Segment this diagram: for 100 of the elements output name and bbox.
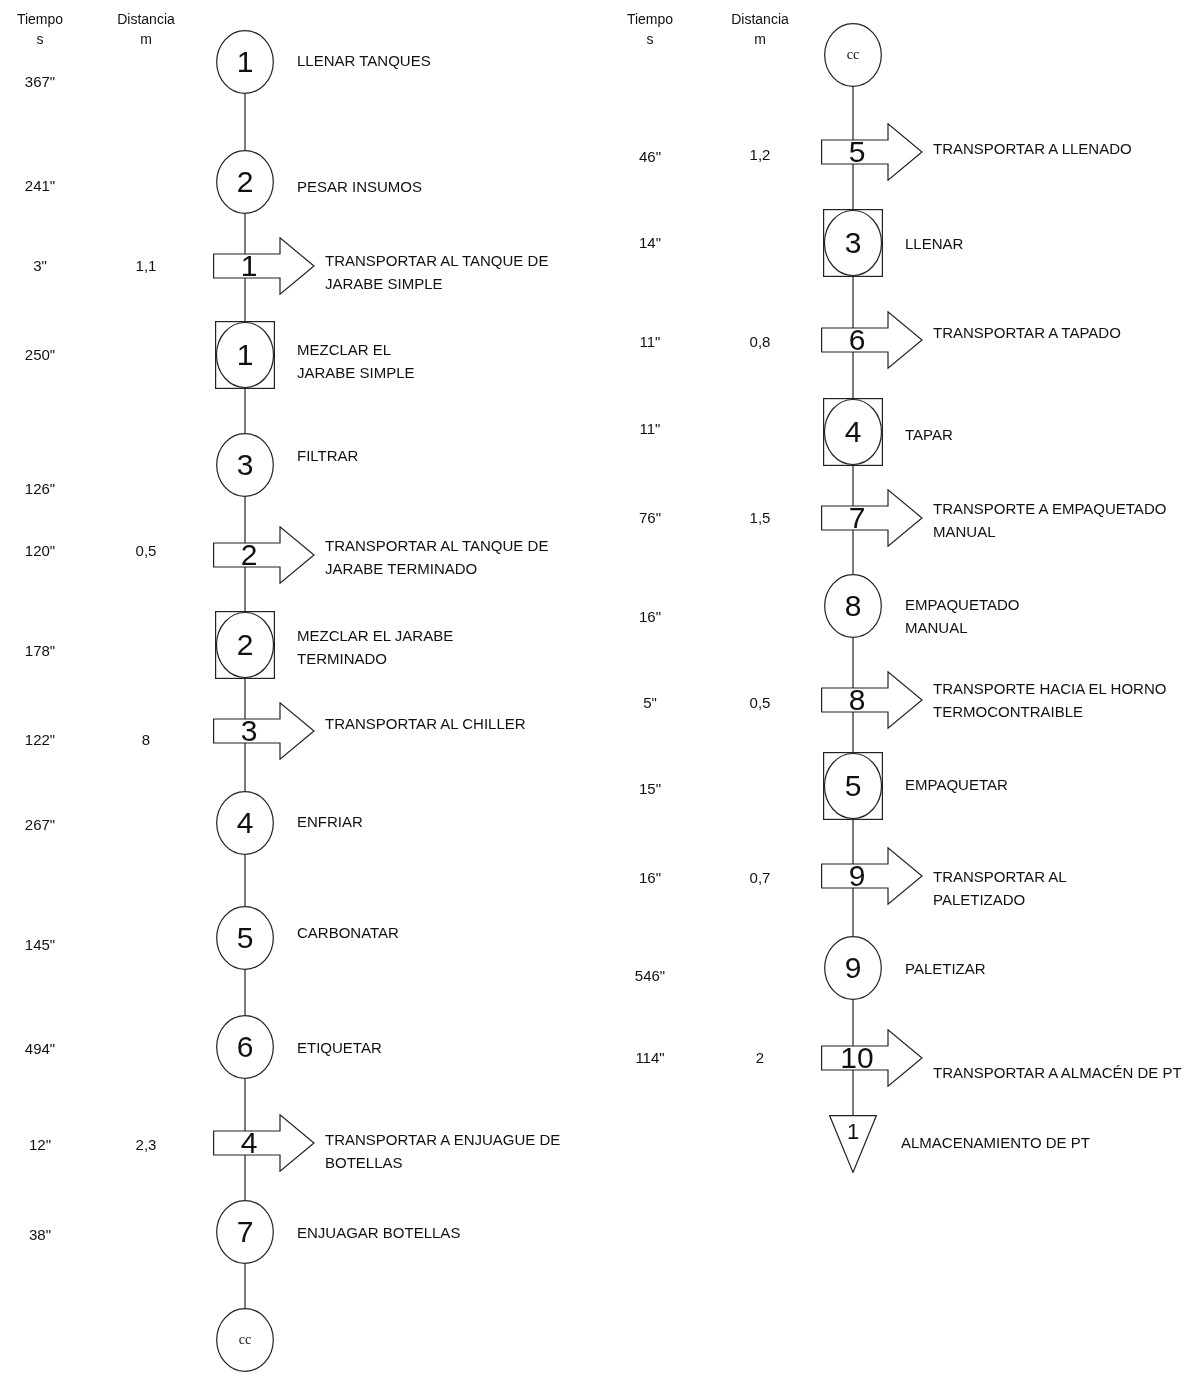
step-number: 5 [844,770,862,802]
connector-line [852,999,854,1047]
step-number: 1 [240,250,258,282]
table-value: 250" [24,346,56,364]
connector-line [852,637,854,689]
connector-line [852,163,854,210]
connector-line [244,1263,246,1309]
step-number: 7 [848,502,866,534]
step-number: 2 [236,166,254,198]
step-description: LLENAR TANQUES [297,50,432,71]
step-description: ENFRIAR [297,811,364,832]
table-value: 114" [635,1049,665,1067]
table-value: 3" [33,257,47,275]
connector-line [852,351,854,399]
step-description: ALMACENAMIENTO DE PT [901,1132,1091,1153]
step-description: TAPAR [905,424,954,445]
step-number: 4 [844,416,862,448]
table-value: 8 [141,731,151,749]
column-header: s [36,30,44,48]
column-header: Distancia [117,10,175,28]
connector-line [244,1154,246,1201]
step-description: EMPAQUETADO MANUAL [905,595,1021,638]
table-value: 15" [639,780,661,798]
step-description: LLENAR [905,233,965,254]
step-description: TRANSPORTAR A TAPADO [933,322,1122,343]
column-header: m [140,30,152,48]
step-number: 1 [236,339,254,371]
table-value: 16" [639,869,661,887]
step-description: FILTRAR [297,445,360,466]
table-value: 145" [24,936,56,954]
connector-line [852,819,854,865]
step-number: 9 [844,952,862,984]
connector-line [244,969,246,1016]
table-value: 122" [24,731,56,749]
table-value: 12" [29,1136,51,1154]
connector-line [852,711,854,753]
table-value: 126" [24,480,56,498]
connector-symbol: cc [846,47,860,63]
table-value: 2,3 [135,1136,157,1154]
table-value: 546" [634,967,666,985]
step-description: PESAR INSUMOS [297,176,424,197]
connector-line [244,1078,246,1132]
table-value: 1,1 [135,257,157,275]
table-value: 16" [639,608,661,626]
step-description: ETIQUETAR [297,1037,383,1058]
connector-line [244,277,246,322]
step-number: 1 [846,1119,860,1145]
table-value: 241" [24,177,56,195]
step-description: ENJUAGAR BOTELLAS [297,1222,462,1243]
step-number: 10 [840,1042,874,1074]
step-number: 2 [236,629,254,661]
step-description: TRANSPORTE A EMPAQUETADO MANUAL [933,499,1168,542]
column-header: m [754,30,766,48]
table-value: 11" [639,420,661,438]
table-value: 14" [639,234,661,252]
step-number: 6 [236,1031,254,1063]
step-number: 3 [240,715,258,747]
table-value: 2 [755,1049,765,1067]
step-number: 2 [240,539,258,571]
step-number: 8 [848,684,866,716]
column-header: Tiempo [16,10,64,28]
step-description: TRANSPORTAR AL CHILLER [325,713,527,734]
connector-line [244,93,246,151]
step-number: 5 [848,136,866,168]
table-value: 76" [639,509,661,527]
table-value: 0,7 [749,869,771,887]
connector-line [852,465,854,507]
table-value: 5" [643,694,657,712]
table-value: 178" [24,642,56,660]
connector-line [244,388,246,434]
step-description: TRANSPORTAR AL TANQUE DE JARABE TERMINADO [325,536,550,579]
connector-line [244,854,246,907]
column-header: Tiempo [626,10,674,28]
step-description: TRANSPORTAR AL TANQUE DE JARABE SIMPLE [325,251,550,294]
step-number: 4 [240,1127,258,1159]
table-value: 494" [24,1040,56,1058]
step-number: 3 [844,227,862,259]
step-number: 8 [844,590,862,622]
table-value: 267" [24,816,56,834]
connector-line [852,86,854,141]
table-value: 120" [24,542,56,560]
column-header: s [646,30,654,48]
table-value: 0,5 [749,694,771,712]
connector-line [244,213,246,255]
column-header: Distancia [731,10,789,28]
step-description: EMPAQUETAR [905,774,1009,795]
connector-line [244,742,246,792]
step-number: 7 [236,1216,254,1248]
step-number: 9 [848,860,866,892]
table-value: 0,8 [749,333,771,351]
connector-line [244,678,246,720]
connector-line [244,566,246,612]
connector-line [852,1069,854,1116]
connector-symbol: cc [238,1332,252,1348]
step-description: TRANSPORTAR A LLENADO [933,138,1133,159]
table-value: 1,5 [749,509,771,527]
table-value: 46" [639,148,661,166]
connector-line [852,887,854,937]
table-value: 11" [639,333,661,351]
step-number: 5 [236,922,254,954]
